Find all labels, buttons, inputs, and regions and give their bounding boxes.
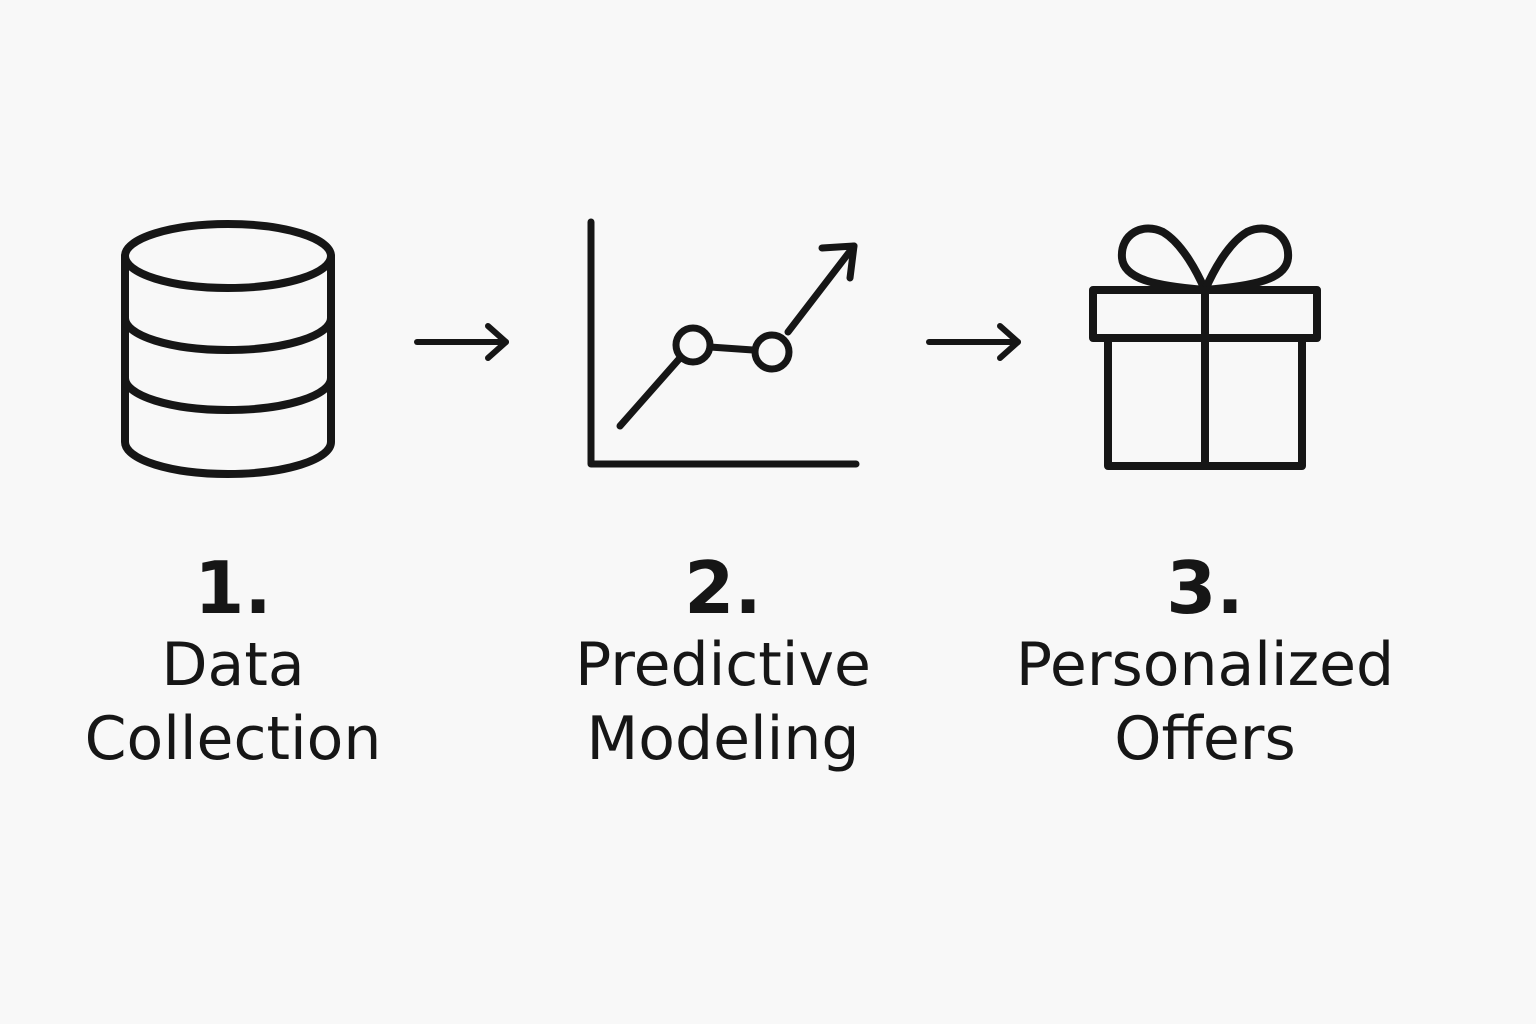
step-number: 3. [1166,546,1244,630]
step-label-line-1: Predictive [575,630,871,700]
trend-chart-icon [584,216,866,472]
arrow-right-icon [924,318,1028,370]
step-label-line-2: Modeling [586,704,860,774]
step-label-line-1: Personalized [1015,630,1395,700]
step-label-line-2: Collection [84,704,382,774]
step-number: 1. [194,546,272,630]
gift-icon [1088,224,1322,472]
step-3: 3. Personalized Offers [985,548,1425,776]
arrow-right-icon [412,318,516,370]
step-number: 2. [684,546,762,630]
step-label-line-2: Offers [1114,704,1296,774]
step-2: 2. Predictive Modeling [503,548,943,776]
step-label-line-1: Data [161,630,305,700]
database-icon [118,218,338,480]
step-1: 1. Data Collection [13,548,453,776]
